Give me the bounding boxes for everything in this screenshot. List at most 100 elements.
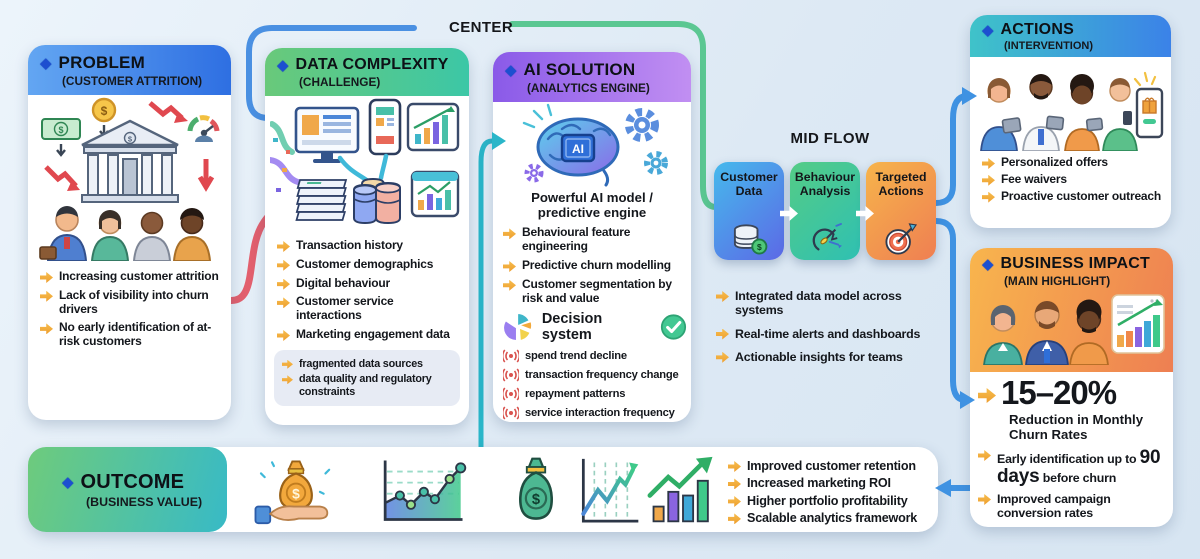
mid-flow-label: MID FLOW — [790, 130, 870, 147]
pie-chart-icon — [503, 313, 533, 342]
business-impact-panel: ◆ BUSINESS IMPACT (MAIN HIGHLIGHT) — [970, 248, 1173, 527]
outcome-panel: ◆ OUTCOME (BUSINESS VALUE) $ — [28, 447, 938, 532]
hand-money-bag-icon: $ — [250, 455, 342, 525]
problem-header: ◆ PROBLEM (CUSTOMER ATTRITION) — [28, 45, 231, 95]
signal-icon — [503, 387, 519, 401]
bullet-text: data quality and regulatory constraints — [299, 373, 432, 398]
pointing-hand-icon — [978, 449, 991, 461]
pointing-hand-icon — [277, 278, 290, 290]
ai-chip-label: AI — [572, 142, 584, 156]
bullet-text: fragmented data sources — [299, 357, 423, 370]
pointing-hand-icon — [282, 359, 293, 369]
pointing-hand-icon — [503, 260, 516, 272]
pointing-hand-icon — [982, 158, 995, 169]
pointing-hand-icon — [728, 478, 741, 490]
bullet-item: Transaction history — [277, 238, 461, 253]
bullet-item: Scalable analytics framework — [728, 511, 954, 525]
data-constraints-box: fragmented data sources data quality and… — [274, 349, 460, 406]
signal-icon — [503, 349, 519, 363]
problem-panel: ◆ PROBLEM (CUSTOMER ATTRITION) $ $ — [28, 45, 231, 420]
pointing-hand-icon — [982, 174, 995, 186]
signal-text: spend trend decline — [525, 350, 627, 363]
signal-item: repayment patterns — [503, 387, 683, 401]
pointing-hand-icon — [728, 495, 741, 507]
bullet-item: Increasing customer attrition — [40, 269, 221, 284]
outcome-subtitle: (BUSINESS VALUE) — [86, 494, 203, 509]
svg-text:$: $ — [292, 485, 300, 501]
pointing-hand-icon — [503, 228, 516, 240]
pointing-hand-icon — [277, 297, 290, 309]
signal-item: service interaction frequency — [503, 406, 683, 420]
flow-step-targeted-actions: Targeted Actions — [866, 162, 936, 260]
bullet-item: Higher portfolio profitability — [728, 494, 954, 508]
bullet-text: Improved customer retention — [747, 459, 916, 473]
mid-flow-steps: Customer Data $ Behaviour Analysis — [714, 162, 937, 260]
pointing-hand-icon — [716, 291, 729, 302]
bullet-text: Lack of visibility into churn drivers — [59, 287, 209, 316]
flow-step-behaviour-analysis: Behaviour Analysis — [790, 162, 860, 260]
data-complexity-panel: ◆ DATA COMPLEXITY (CHALLENGE) — [265, 48, 469, 425]
bullet-item: Early identification up to 90 days befor… — [978, 448, 1165, 486]
problem-title: PROBLEM — [58, 53, 145, 72]
team-dashboard-illustration — [970, 290, 1173, 366]
pointing-hand-icon — [716, 328, 729, 340]
svg-text:$: $ — [532, 492, 540, 508]
bullet-text: Real-time alerts and dashboards — [735, 326, 921, 341]
ai-solution-header: ◆ AI SOLUTION (ANALYTICS ENGINE) — [493, 52, 691, 102]
bullet-item: Marketing engagement data — [277, 326, 461, 342]
bullet-item: Predictive churn modelling — [503, 258, 683, 273]
pointing-hand-icon — [277, 259, 290, 271]
bank-attrition-illustration: $ $ $ — [28, 95, 231, 263]
bar-chart-growth-icon — [646, 455, 720, 525]
pointing-hand-icon — [40, 290, 53, 302]
pointing-hand-icon — [978, 493, 991, 505]
diamond-icon: ◆ — [40, 54, 52, 72]
stat-value: 15–20% — [1001, 374, 1117, 411]
problem-subtitle: (CUSTOMER ATTRITION) — [62, 74, 203, 88]
bullet-item: Behavioural feature engineering — [503, 226, 683, 254]
stat-caption: Reduction in Monthly Churn Rates — [1009, 411, 1144, 442]
bullet-text: Improved campaign conversion rates — [997, 491, 1111, 521]
bullet-text: Transaction history — [296, 238, 403, 252]
pointing-hand-icon — [277, 241, 290, 252]
bullet-text: Increasing customer attrition — [59, 269, 219, 283]
outcome-header: ◆ OUTCOME (BUSINESS VALUE) — [28, 447, 227, 532]
svg-text:$: $ — [58, 125, 63, 135]
pointing-hand-icon — [40, 323, 53, 335]
pointing-hand-icon — [982, 191, 995, 203]
area-chart-icon — [370, 455, 474, 525]
actions-subtitle: (INTERVENTION) — [1004, 40, 1094, 52]
bullet-item: Increased marketing ROI — [728, 476, 954, 490]
data-complexity-header: ◆ DATA COMPLEXITY (CHALLENGE) — [265, 48, 469, 96]
business-impact-title: BUSINESS IMPACT — [1000, 255, 1150, 272]
flow-step-label: Customer Data — [720, 170, 778, 198]
signal-item: transaction frequency change — [503, 368, 683, 382]
pointing-hand-icon — [503, 279, 516, 291]
actions-panel: ◆ ACTIONS (INTERVENTION) — [970, 15, 1171, 228]
decision-system-row: Decision system — [503, 311, 687, 343]
ninety-days-highlight: 90 days — [997, 446, 1161, 487]
check-icon — [660, 314, 687, 340]
bullet-text: Customer segmentation by risk and value — [522, 276, 672, 305]
bullet-text: Digital behaviour — [296, 275, 390, 290]
bullet-text: Marketing engagement data — [296, 326, 450, 341]
stat-row: 15–20% — [978, 374, 1165, 411]
diamond-icon: ◆ — [505, 61, 517, 79]
bullet-item: Fee waivers — [982, 172, 1163, 187]
actions-title: ACTIONS — [1000, 21, 1074, 38]
center-label: CENTER — [449, 19, 514, 36]
flow-step-label: Targeted Actions — [875, 170, 927, 198]
bullet-text: Early identification up to 90 days befor… — [997, 446, 1161, 487]
bullet-item: Real-time alerts and dashboards — [716, 327, 950, 341]
bullet-item: Lack of visibility into churn drivers — [40, 287, 221, 317]
bullet-text: No early identification of at-risk custo… — [59, 320, 212, 349]
bullet-item: Digital behaviour — [277, 275, 461, 291]
bullet-text: Customer demographics — [296, 256, 434, 271]
pointing-hand-icon — [282, 375, 293, 385]
outcome-bullets: Improved customer retention Increased ma… — [728, 456, 954, 529]
data-complexity-subtitle: (CHALLENGE) — [299, 75, 381, 89]
bullet-item: Actionable insights for teams — [716, 350, 950, 364]
database-icon: $ — [730, 223, 768, 255]
bullet-item: Improved customer retention — [728, 459, 954, 473]
